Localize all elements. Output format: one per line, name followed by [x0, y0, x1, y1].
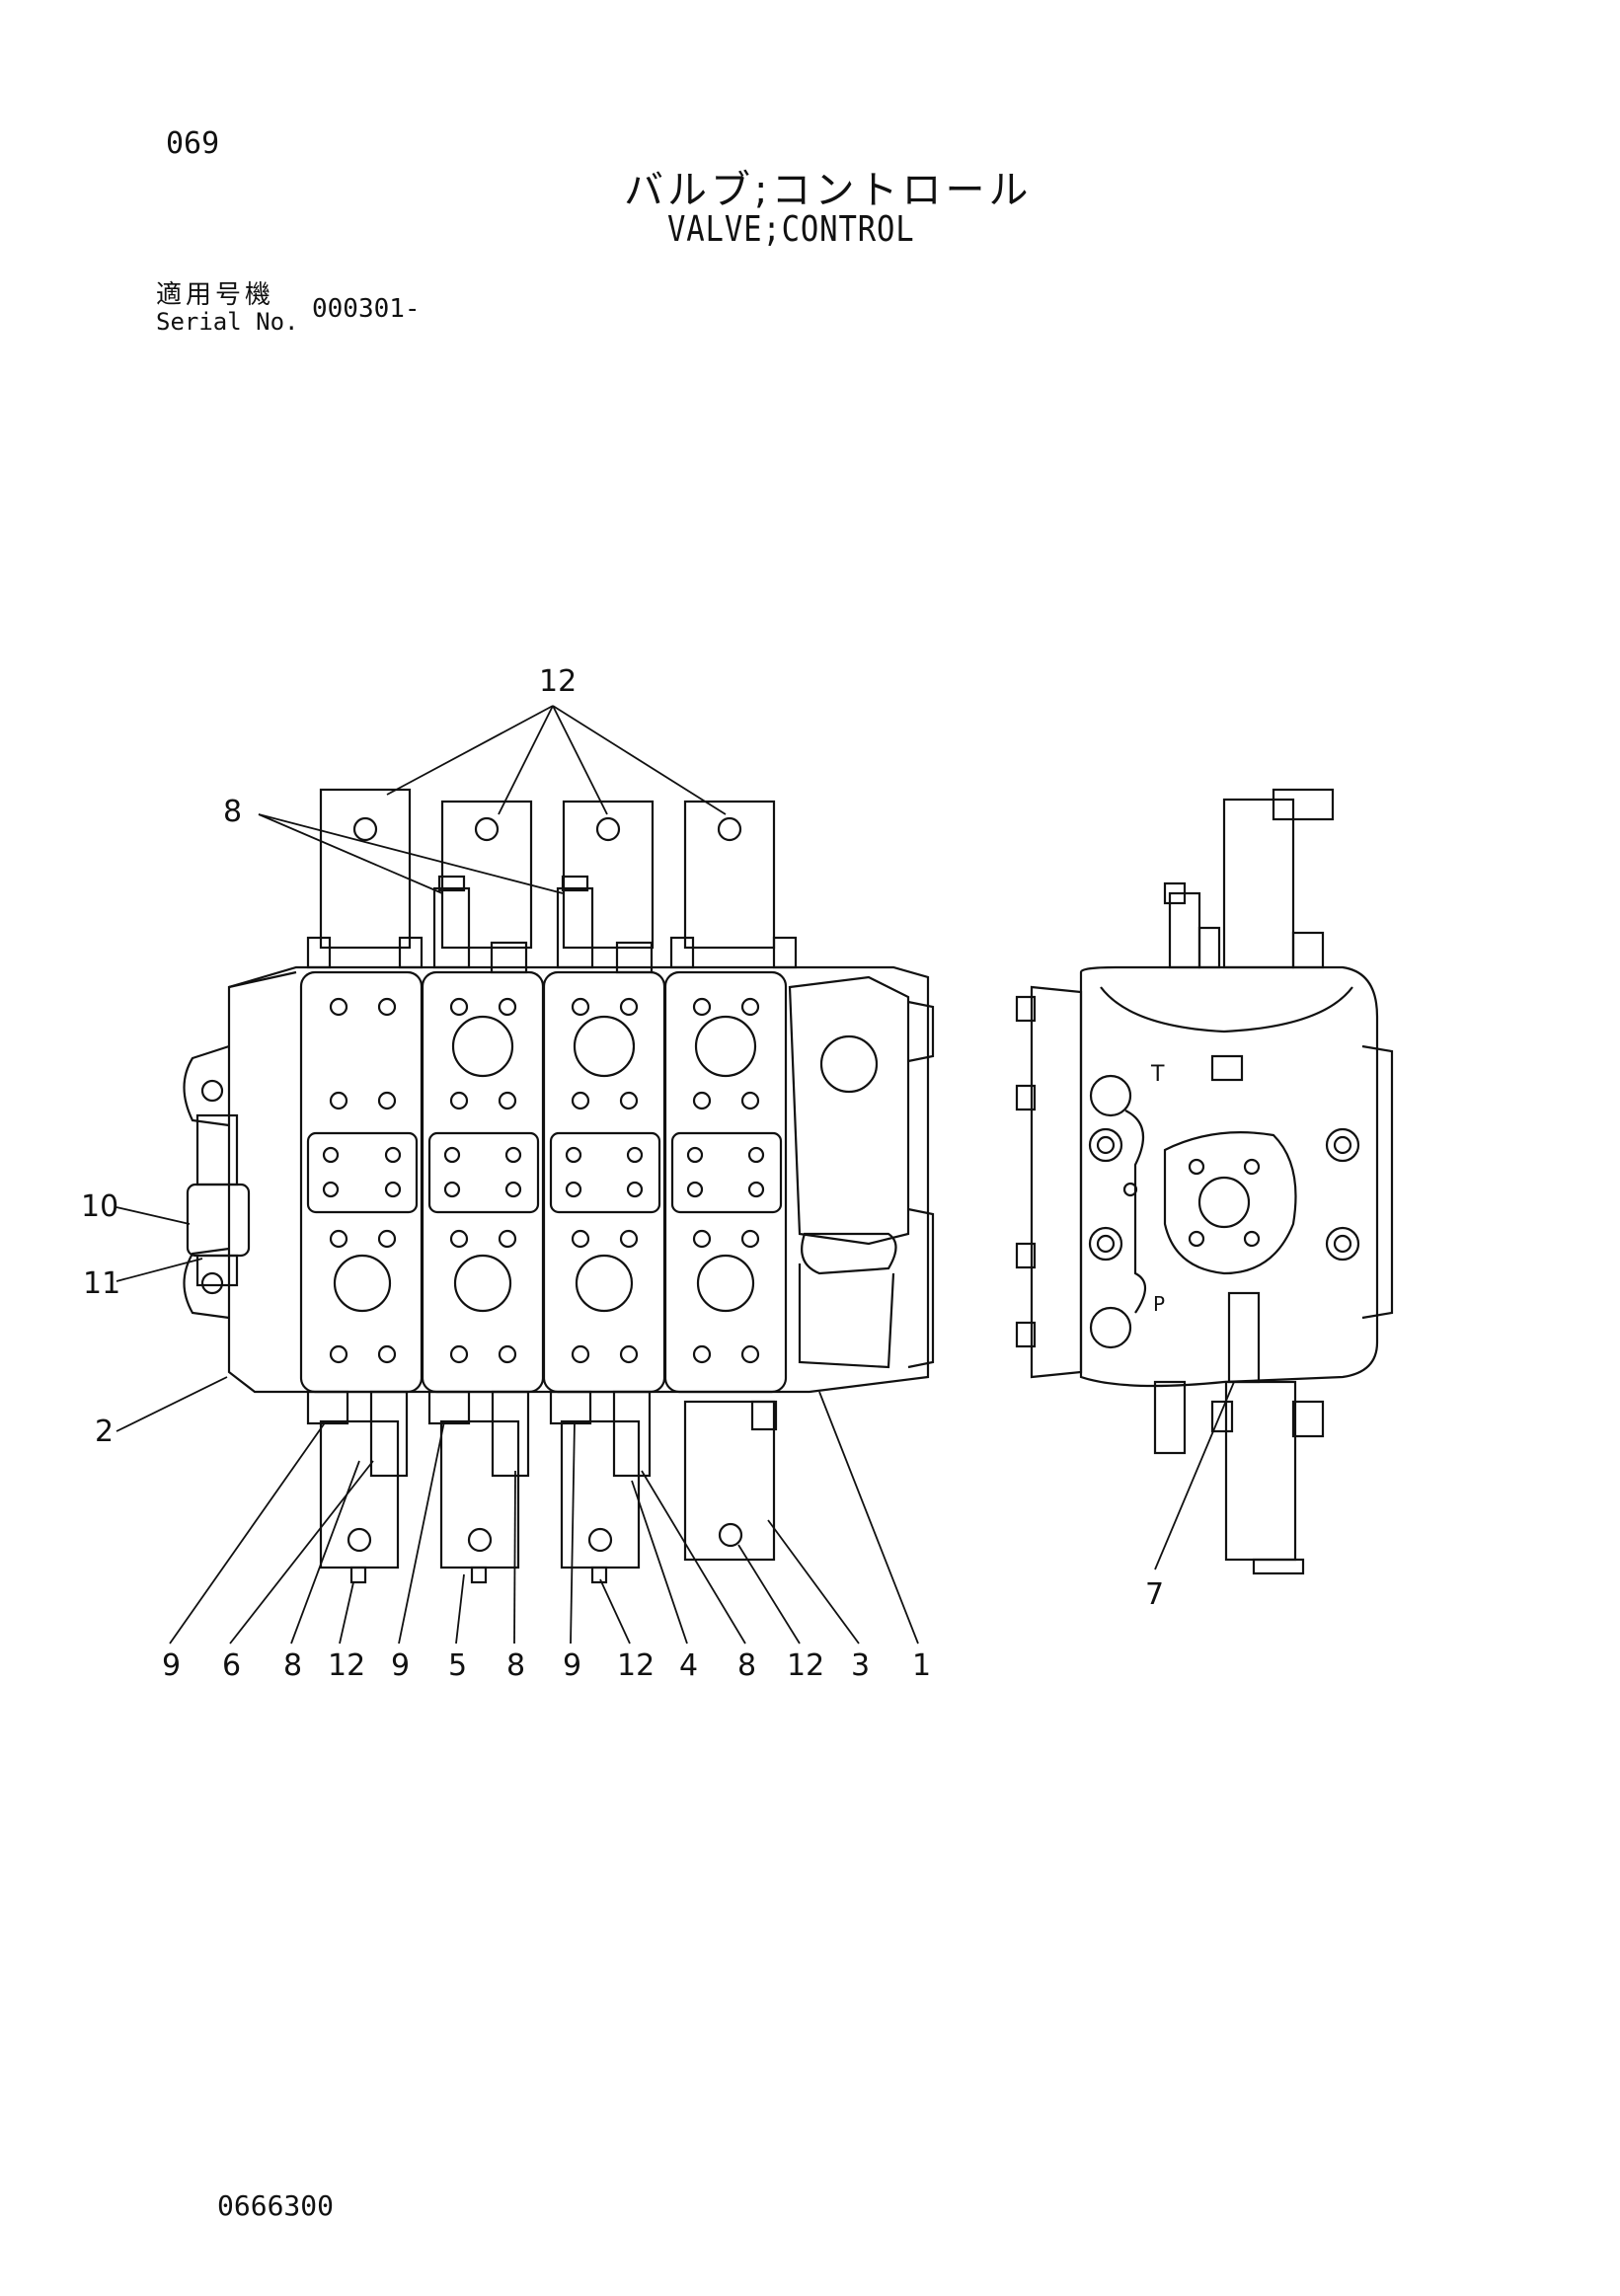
callout-bottom-4: 12 — [328, 1648, 365, 1683]
serial-label-english: Serial No. — [156, 308, 299, 336]
section-2 — [421, 970, 545, 1394]
callout-8-top: 8 — [223, 795, 242, 829]
section-3 — [542, 970, 666, 1394]
bottom-pilot-caps — [306, 1390, 778, 1584]
callout-2: 2 — [95, 1415, 114, 1449]
callout-bottom-8: 9 — [563, 1648, 581, 1683]
callout-bottom-9: 12 — [617, 1648, 655, 1683]
callout-bottom-1: 9 — [162, 1648, 181, 1683]
callout-7: 7 — [1145, 1577, 1164, 1612]
serial-label-japanese: 適用号機 — [156, 280, 275, 310]
callout-bottom-6: 5 — [448, 1648, 467, 1683]
section-1 — [299, 970, 424, 1394]
page-number: 069 — [166, 126, 220, 161]
port-letter-t: T — [1150, 1062, 1165, 1087]
callout-bottom-13: 3 — [851, 1648, 870, 1683]
callout-12-top: 12 — [539, 664, 577, 699]
top-pilot-caps — [306, 788, 798, 974]
title-english: VALVE;CONTROL — [667, 209, 915, 250]
section-4 — [663, 970, 788, 1394]
callout-bottom-5: 9 — [391, 1648, 410, 1683]
callout-bottom-12: 12 — [787, 1648, 824, 1683]
side-view — [1015, 788, 1394, 1575]
title-japanese: バルブ;コントロール — [624, 168, 1033, 213]
leader-lines — [116, 705, 1235, 1645]
front-view — [183, 965, 935, 1394]
callout-11: 11 — [83, 1266, 120, 1301]
callout-bottom-2: 6 — [222, 1648, 241, 1683]
callout-bottom-14: 1 — [912, 1648, 931, 1683]
callout-bottom-7: 8 — [506, 1648, 525, 1683]
callout-bottom-3: 8 — [283, 1648, 302, 1683]
serial-number-value: 000301- — [312, 294, 421, 324]
callout-bottom-10: 4 — [679, 1648, 698, 1683]
callout-bottom-11: 8 — [737, 1648, 756, 1683]
callout-10: 10 — [81, 1189, 118, 1224]
document-code: 0666300 — [217, 2189, 335, 2222]
port-letter-p: P — [1153, 1292, 1165, 1316]
